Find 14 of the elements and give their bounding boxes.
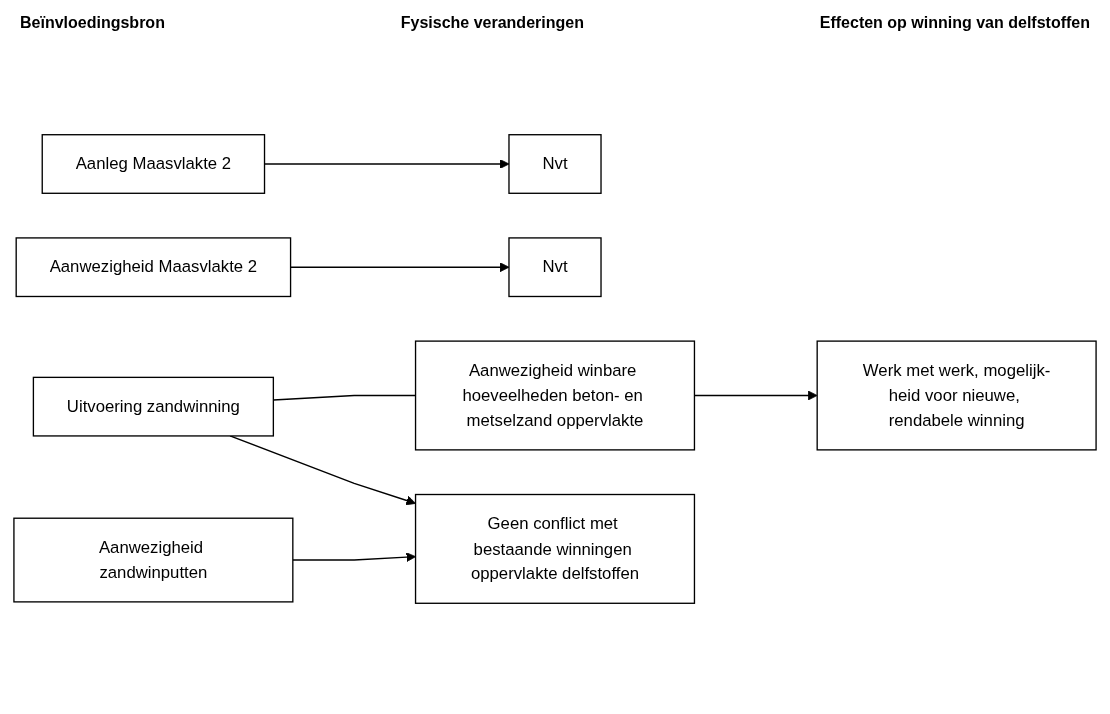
arrow — [292, 552, 416, 563]
node-box: Aanwezigheid winbare hoeveelheden beton- en metselzand oppervlakte — [414, 340, 696, 451]
node-box: Uitvoering zandwinning — [32, 376, 275, 437]
node-box: Aanleg Maasvlakte 2 — [41, 134, 266, 194]
node-box: Aanwezigheid zandwinputten — [13, 517, 294, 603]
arrow — [229, 435, 416, 506]
column-heading: Fysische veranderingen — [400, 14, 584, 33]
node-box: Nvt — [508, 134, 602, 194]
column-heading: Effecten op winning van delfstoffen — [819, 14, 1090, 33]
node-box: Geen conflict met bestaande winningen oppervlakte delfstoffen — [414, 493, 696, 604]
node-box: Werk met werk, mogelijk-heid voor nieuwe, rendabele winning — [816, 340, 1097, 451]
column-heading: Beïnvloedingsbron — [20, 14, 165, 33]
node-box: Nvt — [508, 237, 602, 298]
node-box: Aanwezigheid Maasvlakte 2 — [15, 237, 292, 298]
